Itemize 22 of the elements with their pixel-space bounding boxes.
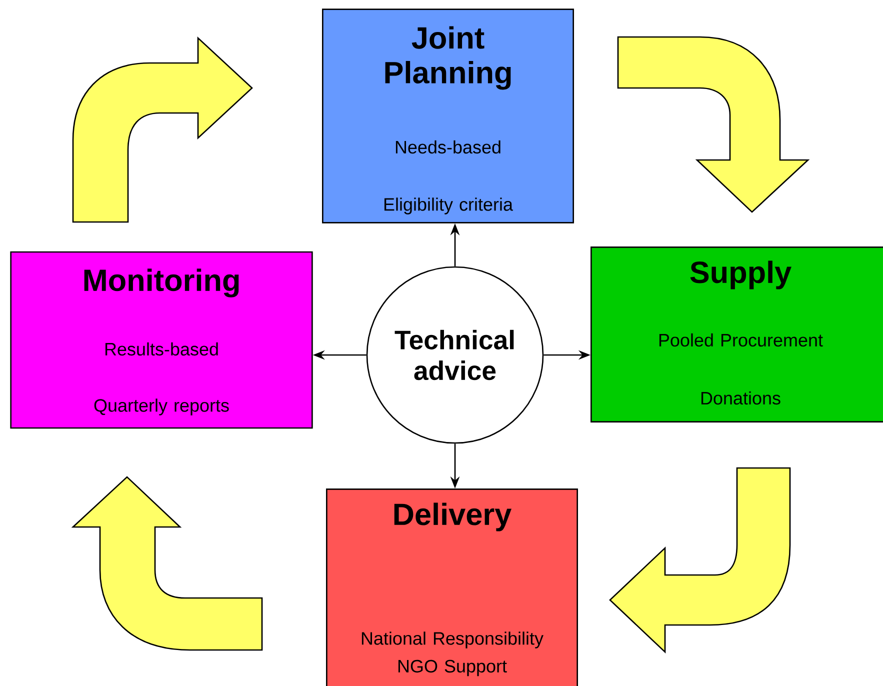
process-box — [10, 251, 313, 429]
circle-node — [366, 266, 544, 444]
box-text: Eligibility criteria — [384, 198, 513, 214]
box-text: Quarterly reports — [94, 398, 229, 416]
box-title: Joint Planning — [385, 26, 511, 90]
block-arrow — [72, 37, 253, 223]
block-arrow — [617, 36, 809, 213]
process-box — [326, 488, 578, 686]
circle-text: Technical advice — [394, 330, 514, 380]
process-box — [590, 246, 883, 422]
block-arrow — [72, 476, 263, 651]
box-text: NGO Support — [398, 660, 507, 676]
box-text: Pooled Procurement — [659, 333, 823, 347]
box-text: Donations — [701, 391, 780, 405]
box-text: National Responsibility — [362, 632, 544, 648]
process-box — [322, 8, 574, 224]
box-title: Monitoring — [84, 268, 239, 298]
box-text: Needs-based — [396, 140, 500, 154]
box-text: Results-based — [105, 342, 218, 356]
box-title: Supply — [690, 260, 792, 290]
block-arrow — [609, 467, 791, 653]
box-title: Delivery — [394, 502, 512, 532]
